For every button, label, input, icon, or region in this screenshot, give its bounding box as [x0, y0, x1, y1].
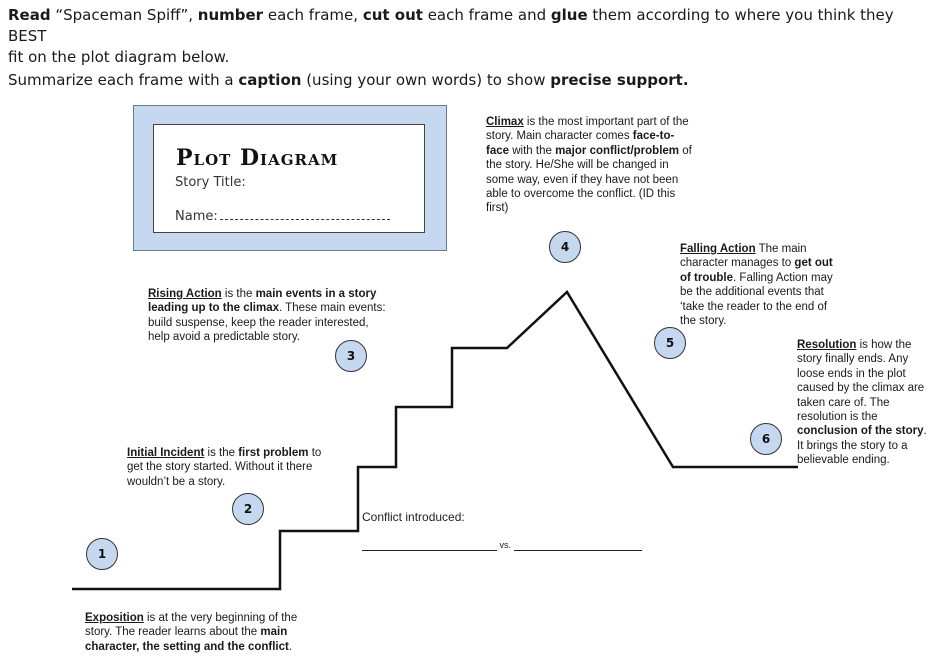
note-rising-action: Rising Action is the main events in a st… [148, 287, 393, 345]
note-text: to get the story started. Without it the… [127, 447, 322, 488]
term-initial-incident: Initial Incident [127, 447, 205, 459]
note-text: . [288, 640, 293, 653]
term-falling-action: Falling Action [680, 243, 756, 255]
plot-path [72, 290, 798, 591]
note-text: of the story. He/She will be changed in … [486, 144, 692, 215]
vs-label: vs. [499, 540, 512, 550]
term-exposition: Exposition [85, 612, 144, 624]
term-climax: Climax [486, 116, 524, 128]
instr-text: each frame and [422, 6, 551, 24]
marker-3: 3 [335, 340, 367, 372]
note-emphasis: first problem [238, 447, 309, 459]
note-exposition: Exposition is at the very beginning of t… [85, 611, 313, 654]
note-text: . It brings the story to a believable en… [797, 425, 927, 467]
instr-glue: glue [550, 6, 588, 24]
instruction-line-3: Summarize each frame with a caption (usi… [8, 70, 933, 91]
note-initial-incident: Initial Incident is the first problem to… [127, 446, 335, 489]
term-rising-action: Rising Action [148, 288, 222, 300]
term-resolution: Resolution [797, 339, 857, 351]
conflict-introduced-label: Conflict introduced: [362, 510, 465, 524]
note-resolution: Resolution is how the story finally ends… [797, 338, 929, 468]
instr-text: Summarize each frame with a [8, 71, 239, 89]
note-text: . Falling Action may be the additional e… [680, 271, 833, 328]
instr-precise-support: precise support. [550, 71, 689, 89]
note-falling-action: Falling Action The main character manage… [680, 242, 845, 328]
note-emphasis: conclusion of the story [797, 425, 924, 438]
story-title-label: Story Title: [175, 175, 246, 190]
title-card: Plot Diagram Story Title: Name: [153, 124, 425, 233]
note-text: is the [204, 447, 239, 459]
instr-text: “Spaceman Spiff”, [50, 6, 198, 24]
instr-cut-out: cut out [362, 6, 423, 24]
instructions: Read “Spaceman Spiff”, number each frame… [8, 5, 933, 68]
plot-diagram-heading: Plot Diagram [176, 145, 339, 171]
note-text: is how the story finally ends. Any loose… [797, 339, 925, 424]
marker-6: 6 [750, 423, 782, 455]
note-emphasis: face-to-face [486, 130, 675, 157]
name-blank-line [219, 219, 390, 220]
note-text: . These main events: build suspense, kee… [148, 302, 386, 344]
note-climax: Climax is the most important part of the… [486, 115, 696, 216]
instruction-line-2: fit on the plot diagram below. [8, 48, 230, 66]
instruction-line-1: Read “Spaceman Spiff”, number each frame… [8, 5, 933, 47]
marker-2: 2 [232, 493, 264, 525]
instr-read: Read [8, 6, 51, 24]
note-text: The main character manages to [680, 243, 807, 270]
instr-number: number [197, 6, 264, 24]
note-text: is the most important part of the story.… [486, 116, 689, 143]
conflict-blank-left [362, 540, 497, 551]
instr-text: each frame, [263, 6, 363, 24]
marker-5: 5 [654, 327, 686, 359]
note-text: is at the very beginning of the story. T… [85, 612, 298, 639]
instr-caption: caption [238, 71, 302, 89]
conflict-vs-row: vs. [362, 540, 652, 551]
instr-text: (using your own words) to show [301, 71, 551, 89]
title-box: Plot Diagram Story Title: Name: [133, 105, 447, 251]
marker-4: 4 [549, 231, 581, 263]
name-label: Name: [175, 209, 218, 224]
note-emphasis: get out of trouble [680, 257, 833, 284]
note-text: with the [509, 144, 556, 157]
note-emphasis: main events in a story leading up to the… [148, 288, 377, 315]
conflict-blank-right [513, 540, 642, 551]
note-emphasis: major conflict/problem [555, 144, 680, 157]
note-emphasis: main character, the setting and the conf… [85, 626, 289, 653]
marker-1: 1 [86, 538, 118, 570]
instr-text: them according to where you think they B… [8, 6, 894, 45]
note-text: is the [221, 288, 256, 300]
name-field: Name: [175, 209, 390, 224]
